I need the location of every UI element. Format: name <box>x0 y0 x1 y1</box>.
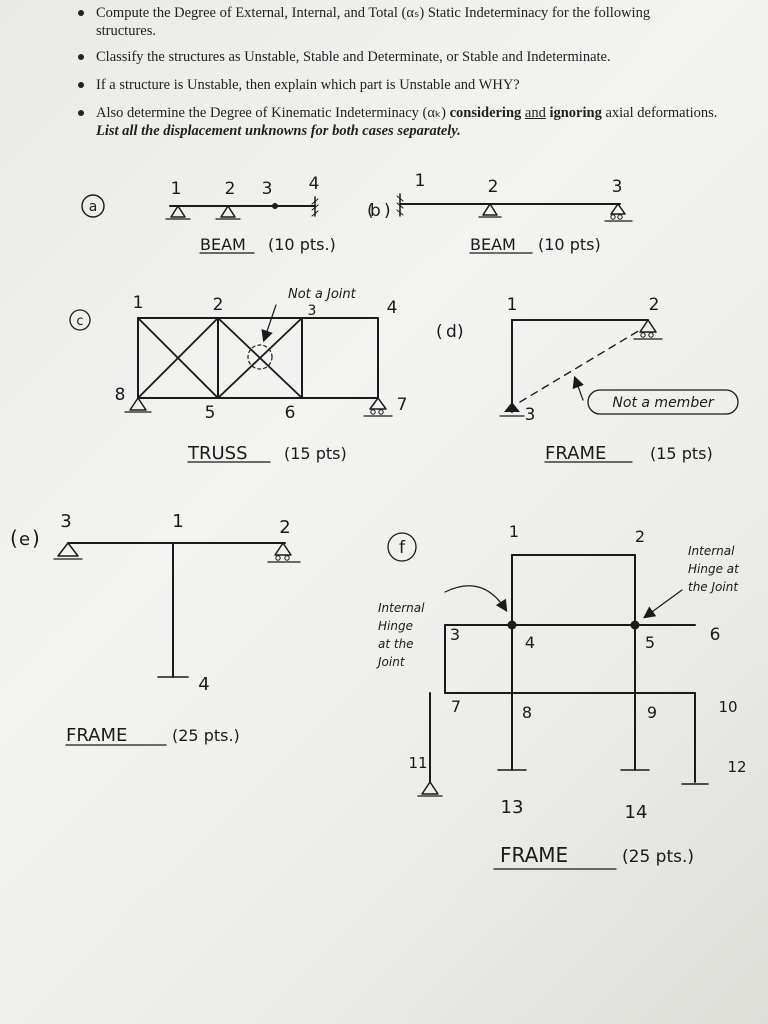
bullet-icon <box>78 54 84 60</box>
node-label: 11 <box>408 754 427 772</box>
node-label: 4 <box>309 174 320 194</box>
figure-e-title: FRAME <box>66 725 127 746</box>
figure-d-title: FRAME <box>545 443 606 464</box>
figure-b-points: (10 pts) <box>538 235 601 254</box>
node-label: 1 <box>509 522 519 541</box>
emphasis-considering: considering <box>449 105 522 121</box>
figure-e-frame: ( e ) 1 2 3 4 FRAME (25 pts.) <box>10 511 301 746</box>
node-label: 10 <box>718 698 737 716</box>
figure-f-note-left: at the <box>378 637 414 651</box>
figure-e-points: (25 pts.) <box>172 726 240 745</box>
svg-text:): ) <box>457 322 464 342</box>
instruction-text-rest: axial deformations. <box>601 105 718 121</box>
figure-c-truss: c 1 2 3 4 5 6 7 8 Not a Joint TRUSS (15 … <box>69 287 408 464</box>
node-label: 3 <box>612 177 623 197</box>
node-label: 7 <box>397 395 408 415</box>
svg-text:): ) <box>32 526 40 550</box>
figure-d-frame: d ( ) Not a member 1 2 3 FRAME (15 pts) <box>436 295 739 464</box>
node-label: 6 <box>710 625 721 645</box>
node-label: 5 <box>645 633 655 652</box>
instruction-text: Compute the Degree of External, Internal… <box>96 5 651 39</box>
instruction-item: Compute the Degree of External, Internal… <box>60 4 696 40</box>
svg-text:(: ( <box>436 322 443 342</box>
node-label: 2 <box>225 179 236 199</box>
figure-d-points: (15 pts) <box>650 444 713 463</box>
node-label: 3 <box>262 179 273 199</box>
figure-a-tag: a <box>89 199 98 215</box>
instruction-text: Classify the structures as Unstable, Sta… <box>96 49 611 65</box>
node-label: 3 <box>525 405 536 425</box>
figure-f-note-left: Joint <box>376 655 406 669</box>
node-label: 1 <box>507 295 518 315</box>
node-label: 2 <box>213 295 224 315</box>
instruction-item: Classify the structures as Unstable, Sta… <box>60 48 756 66</box>
node-label: 3 <box>450 625 460 644</box>
node-label: 2 <box>649 295 660 315</box>
figure-f-tag: f <box>399 538 406 558</box>
figure-a-points: (10 pts.) <box>268 235 336 254</box>
figure-b-beam: b ( ) 1 2 3 BEAM (10 pts) <box>367 171 633 254</box>
bullet-icon <box>78 110 84 116</box>
figure-b-tag: b <box>370 201 381 221</box>
node-label: 3 <box>60 511 71 532</box>
figure-c-note: Not a Joint <box>288 287 357 302</box>
node-label: 13 <box>501 797 524 818</box>
node-label: 1 <box>415 171 426 191</box>
figure-c-title: TRUSS <box>187 443 248 464</box>
figure-f-note-left: Internal <box>378 601 425 615</box>
node-label: 5 <box>205 403 216 423</box>
figure-a-title: BEAM <box>200 235 246 254</box>
figure-a-beam: a 1 2 3 4 BEAM (10 pts.) <box>81 174 336 254</box>
bullet-icon <box>78 10 84 16</box>
node-label: 8 <box>115 385 126 405</box>
instruction-item: If a structure is Unstable, then explain… <box>60 76 756 94</box>
node-label: 7 <box>451 697 461 716</box>
figure-e-tag: e <box>19 529 30 550</box>
node-label: 2 <box>279 517 290 538</box>
node-label: 14 <box>625 802 648 823</box>
node-label: 4 <box>198 674 209 695</box>
instruction-item: Also determine the Degree of Kinematic I… <box>60 104 736 140</box>
emphasis-ignoring: ignoring <box>549 105 602 121</box>
svg-text:(: ( <box>367 201 374 221</box>
figure-f-note-right: the Joint <box>688 580 739 594</box>
figure-f-note-left: Hinge <box>378 619 413 633</box>
node-label: 1 <box>171 179 182 199</box>
figure-b-title: BEAM <box>470 235 516 254</box>
figure-f-title: FRAME <box>500 843 568 867</box>
emphasis-and: and <box>524 105 546 121</box>
node-label: 12 <box>727 758 746 776</box>
figure-f-points: (25 pts.) <box>622 847 694 867</box>
node-label: 1 <box>172 511 183 532</box>
figure-d-note: Not a member <box>612 395 714 411</box>
node-label: 2 <box>488 177 499 197</box>
svg-text:(: ( <box>10 526 18 550</box>
instruction-text-lead: Also determine the Degree of Kinematic I… <box>96 105 450 121</box>
node-label: 3 <box>308 303 317 319</box>
figure-d-tag: d <box>446 322 457 342</box>
instruction-emphasis: List all the displacement unknowns for b… <box>96 123 461 139</box>
node-label: 4 <box>387 298 398 318</box>
figure-c-tag: c <box>76 314 83 329</box>
figure-f-note-right: Internal <box>688 544 735 558</box>
bullet-icon <box>78 82 84 88</box>
node-label: 6 <box>285 403 296 423</box>
node-label: 4 <box>525 633 535 652</box>
node-label: 2 <box>635 527 645 546</box>
figure-f-frame: f Internal Hinge at the Joint Internal H… <box>376 522 747 870</box>
figure-f-note-right: Hinge at <box>688 562 740 576</box>
node-label: 9 <box>647 703 657 722</box>
node-label: 8 <box>522 703 532 722</box>
svg-text:): ) <box>384 201 391 221</box>
node-label: 1 <box>133 293 144 313</box>
instruction-text: If a structure is Unstable, then explain… <box>96 77 520 93</box>
figure-c-points: (15 pts) <box>284 444 347 463</box>
